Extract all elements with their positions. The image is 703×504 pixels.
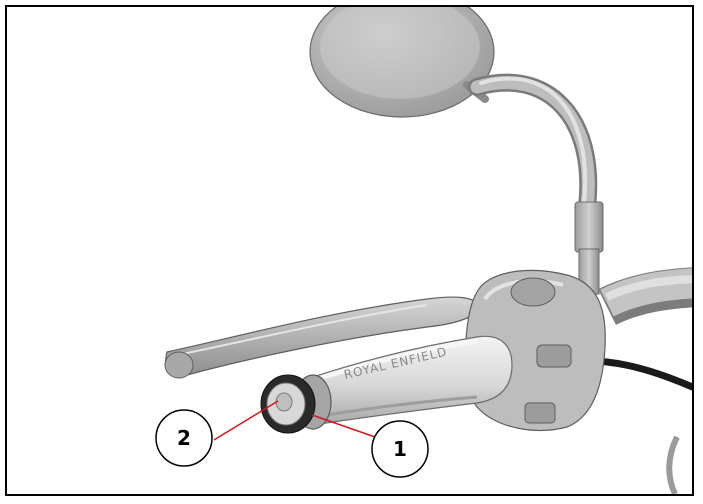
callout-2: 2	[155, 409, 213, 467]
fork-edge	[666, 435, 680, 494]
callout-1-leader	[311, 414, 376, 438]
callout-2-leader	[213, 400, 279, 441]
callout-1-label: 1	[393, 437, 407, 461]
callout-2-label: 2	[177, 426, 191, 450]
bar-end-weight	[260, 374, 332, 434]
mirror	[309, 7, 495, 118]
handlebar-illustration: ROYAL ENFIELD 1 2	[155, 7, 692, 494]
handlebar-tube	[598, 267, 692, 326]
clutch-lever	[164, 296, 480, 379]
figure-frame: ROYAL ENFIELD 1 2	[5, 5, 694, 496]
mirror-stem	[468, 73, 604, 295]
callout-1: 1	[371, 420, 429, 478]
